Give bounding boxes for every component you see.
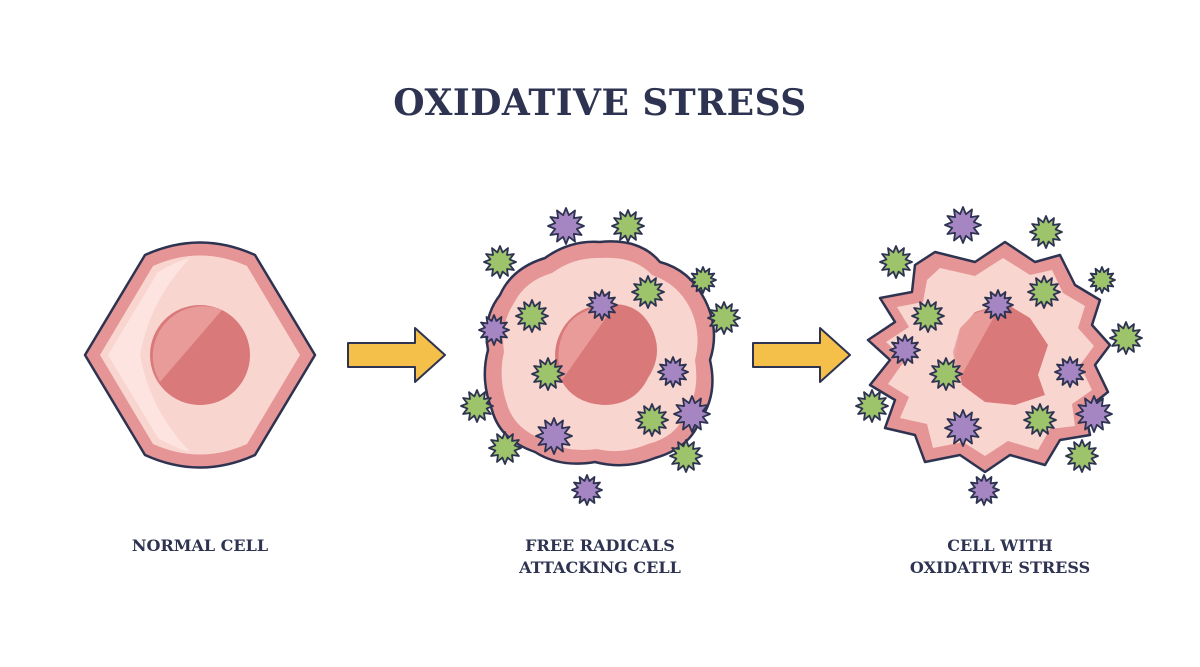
free-radical-icon	[515, 299, 549, 333]
free-radical-icon	[968, 474, 1000, 506]
caption-line: FREE RADICALS	[525, 536, 675, 555]
attacked-cell-nucleus-highlight	[558, 305, 615, 380]
normal-cell-highlight	[108, 258, 190, 452]
free-radical-icon	[586, 289, 618, 321]
free-radical-icon	[483, 245, 517, 279]
free-radical-icon	[1065, 439, 1099, 473]
page-title: OXIDATIVE STRESS	[393, 82, 807, 124]
attacked-cell	[483, 240, 716, 467]
free-radical-icon	[1054, 356, 1086, 388]
free-radical-icon	[571, 474, 603, 506]
damaged-cell-nucleus-highlight	[953, 306, 1000, 382]
free-radical-icon	[982, 289, 1014, 321]
free-radical-icon	[488, 431, 522, 465]
free-radical-icon	[944, 409, 982, 447]
normal-cell	[83, 241, 317, 469]
free-radical-icon	[478, 314, 510, 346]
free-radical-icon	[707, 301, 741, 335]
free-radical-icon	[657, 356, 689, 388]
caption-normal-cell: NORMAL CELL	[70, 535, 330, 557]
caption-oxidative-stress: CELL WITH OXIDATIVE STRESS	[870, 535, 1130, 579]
caption-line: NORMAL CELL	[131, 536, 269, 555]
free-radical-icon	[929, 357, 963, 391]
free-radical-icon	[611, 209, 645, 243]
free-radical-icon	[1027, 275, 1061, 309]
free-radical-icon	[673, 395, 711, 433]
caption-line: ATTACKING CELL	[519, 558, 681, 577]
free-radical-icon	[879, 245, 913, 279]
caption-line: OXIDATIVE STRESS	[909, 558, 1091, 577]
free-radical-icon	[911, 299, 945, 333]
free-radical-icon	[889, 334, 921, 366]
free-radical-icon	[944, 206, 982, 244]
free-radical-icon	[855, 389, 889, 423]
free-radical-icon	[531, 357, 565, 391]
free-radical-icon	[669, 439, 703, 473]
free-radical-icon	[547, 207, 585, 245]
free-radical-icon	[1088, 266, 1116, 294]
free-radicals	[460, 206, 1143, 506]
arrow-right-icon	[752, 327, 851, 383]
caption-free-radicals: FREE RADICALS ATTACKING CELL	[470, 535, 730, 579]
free-radical-icon	[1075, 395, 1113, 433]
free-radical-icon	[535, 417, 573, 455]
free-radical-icon	[460, 389, 494, 423]
free-radical-icon	[689, 266, 717, 294]
free-radical-icon	[1023, 403, 1057, 437]
free-radical-icon	[1109, 321, 1143, 355]
free-radical-icon	[631, 275, 665, 309]
caption-line: CELL WITH	[947, 536, 1053, 555]
normal-cell-nucleus-highlight	[152, 306, 222, 382]
arrow-right-icon	[347, 327, 446, 383]
free-radical-icon	[635, 403, 669, 437]
free-radical-icon	[1029, 215, 1063, 249]
